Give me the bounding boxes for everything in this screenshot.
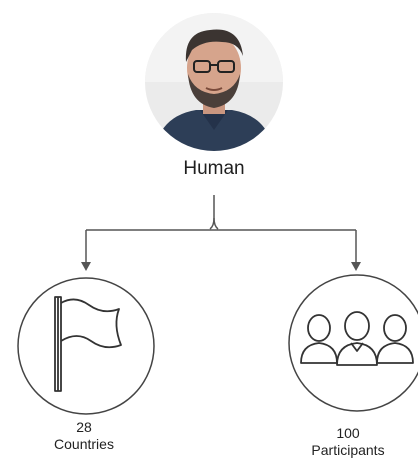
flag-icon <box>54 296 122 392</box>
participants-stat: 100 Participants <box>278 425 418 459</box>
participants-value: 100 <box>336 425 360 441</box>
countries-label: Countries <box>54 436 114 452</box>
countries-value: 28 <box>76 419 92 435</box>
group-icon <box>300 311 414 366</box>
avatar <box>145 13 283 151</box>
flag-circle <box>17 277 155 415</box>
group-circle <box>288 274 418 412</box>
root-label: Human <box>183 158 245 179</box>
participants-label: Participants <box>311 442 385 458</box>
countries-stat: 28 Countries <box>14 419 154 453</box>
